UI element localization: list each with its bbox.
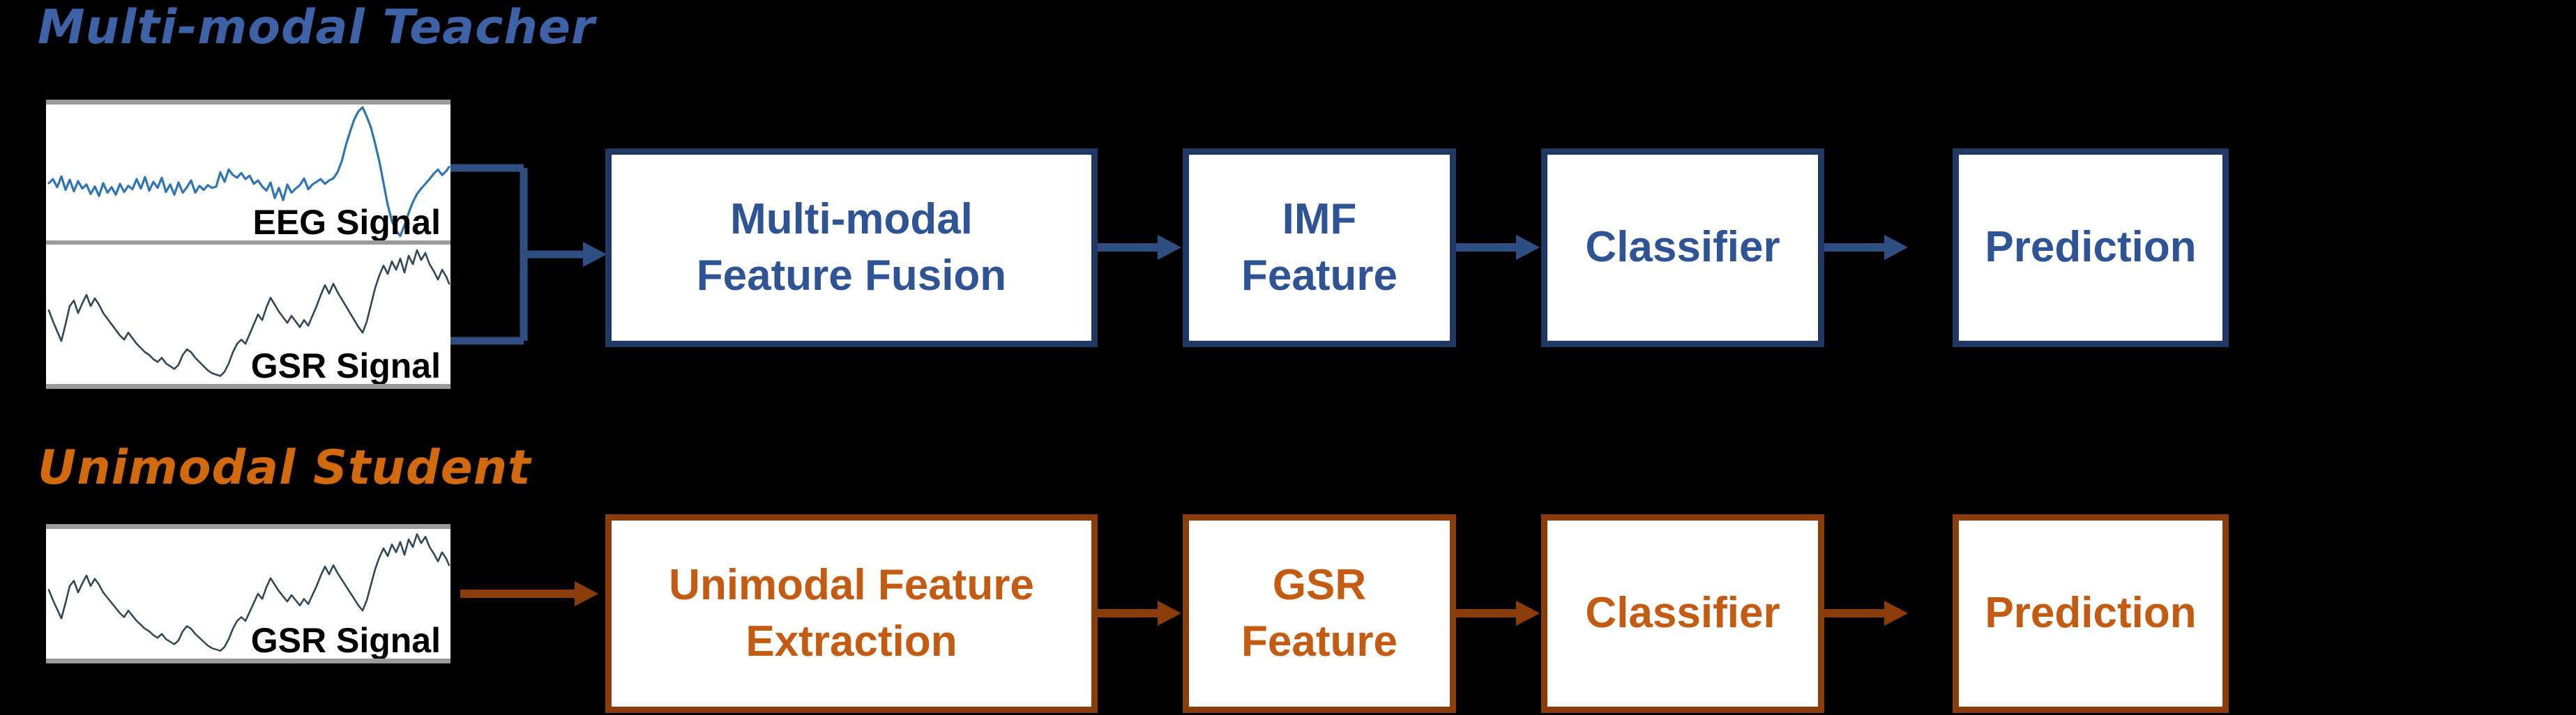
- teacher-arrow-fusion-to-imf: [1098, 230, 1183, 265]
- student-arrow-classifier-to-prediction: [1824, 596, 1909, 631]
- student-gsr-trace-svg: [47, 533, 450, 652]
- arrow-right-icon: [460, 581, 598, 606]
- student-box-unimodal-feature-extraction[interactable]: Unimodal Feature Extraction: [605, 514, 1098, 713]
- arrow-right-icon: [1456, 601, 1540, 626]
- student-gsr-signal-plot: GSR Signal: [46, 529, 450, 659]
- teacher-arrow-imf-to-classifier: [1456, 230, 1541, 265]
- teacher-gsr-signal-plot: GSR Signal: [46, 245, 450, 385]
- eeg-signal-label: EEG Signal: [252, 202, 441, 242]
- student-box-classifier[interactable]: Classifier: [1541, 514, 1824, 713]
- arrow-right-icon: [1098, 601, 1181, 626]
- teacher-gsr-trace-svg: [47, 249, 450, 377]
- teacher-box-imf-feature[interactable]: IMF Feature: [1183, 148, 1456, 347]
- student-arrow-extraction-to-gsr-feature: [1098, 596, 1183, 631]
- student-signal-panel: GSR Signal: [46, 524, 450, 663]
- eeg-trace-svg: [47, 106, 450, 238]
- teacher-merge-arrow-icon: [450, 164, 607, 345]
- eeg-signal-plot: EEG Signal: [46, 105, 450, 245]
- arrow-right-icon: [1824, 235, 1908, 260]
- teacher-box-prediction[interactable]: Prediction: [1953, 148, 2229, 347]
- student-arrow-gsr-feature-to-classifier: [1456, 596, 1541, 631]
- teacher-box-classifier[interactable]: Classifier: [1541, 148, 1824, 347]
- arrow-right-icon: [1824, 601, 1908, 626]
- teacher-section-title: Multi-modal Teacher: [38, 0, 596, 55]
- teacher-signal-panel: EEG Signal GSR Signal: [46, 100, 450, 389]
- student-section-title: Unimodal Student: [38, 440, 531, 495]
- student-arrow-signal-to-extraction: [460, 576, 600, 611]
- teacher-arrow-classifier-to-prediction: [1824, 230, 1909, 265]
- arrow-right-icon: [1456, 235, 1540, 260]
- arrow-right-icon: [1098, 235, 1181, 260]
- teacher-box-multimodal-feature-fusion[interactable]: Multi-modal Feature Fusion: [605, 148, 1098, 347]
- student-box-gsr-feature[interactable]: GSR Feature: [1183, 514, 1456, 713]
- teacher-merge-connector: [450, 164, 611, 345]
- student-box-prediction[interactable]: Prediction: [1953, 514, 2229, 713]
- teacher-gsr-signal-label: GSR Signal: [250, 346, 441, 384]
- student-gsr-signal-label: GSR Signal: [250, 621, 441, 659]
